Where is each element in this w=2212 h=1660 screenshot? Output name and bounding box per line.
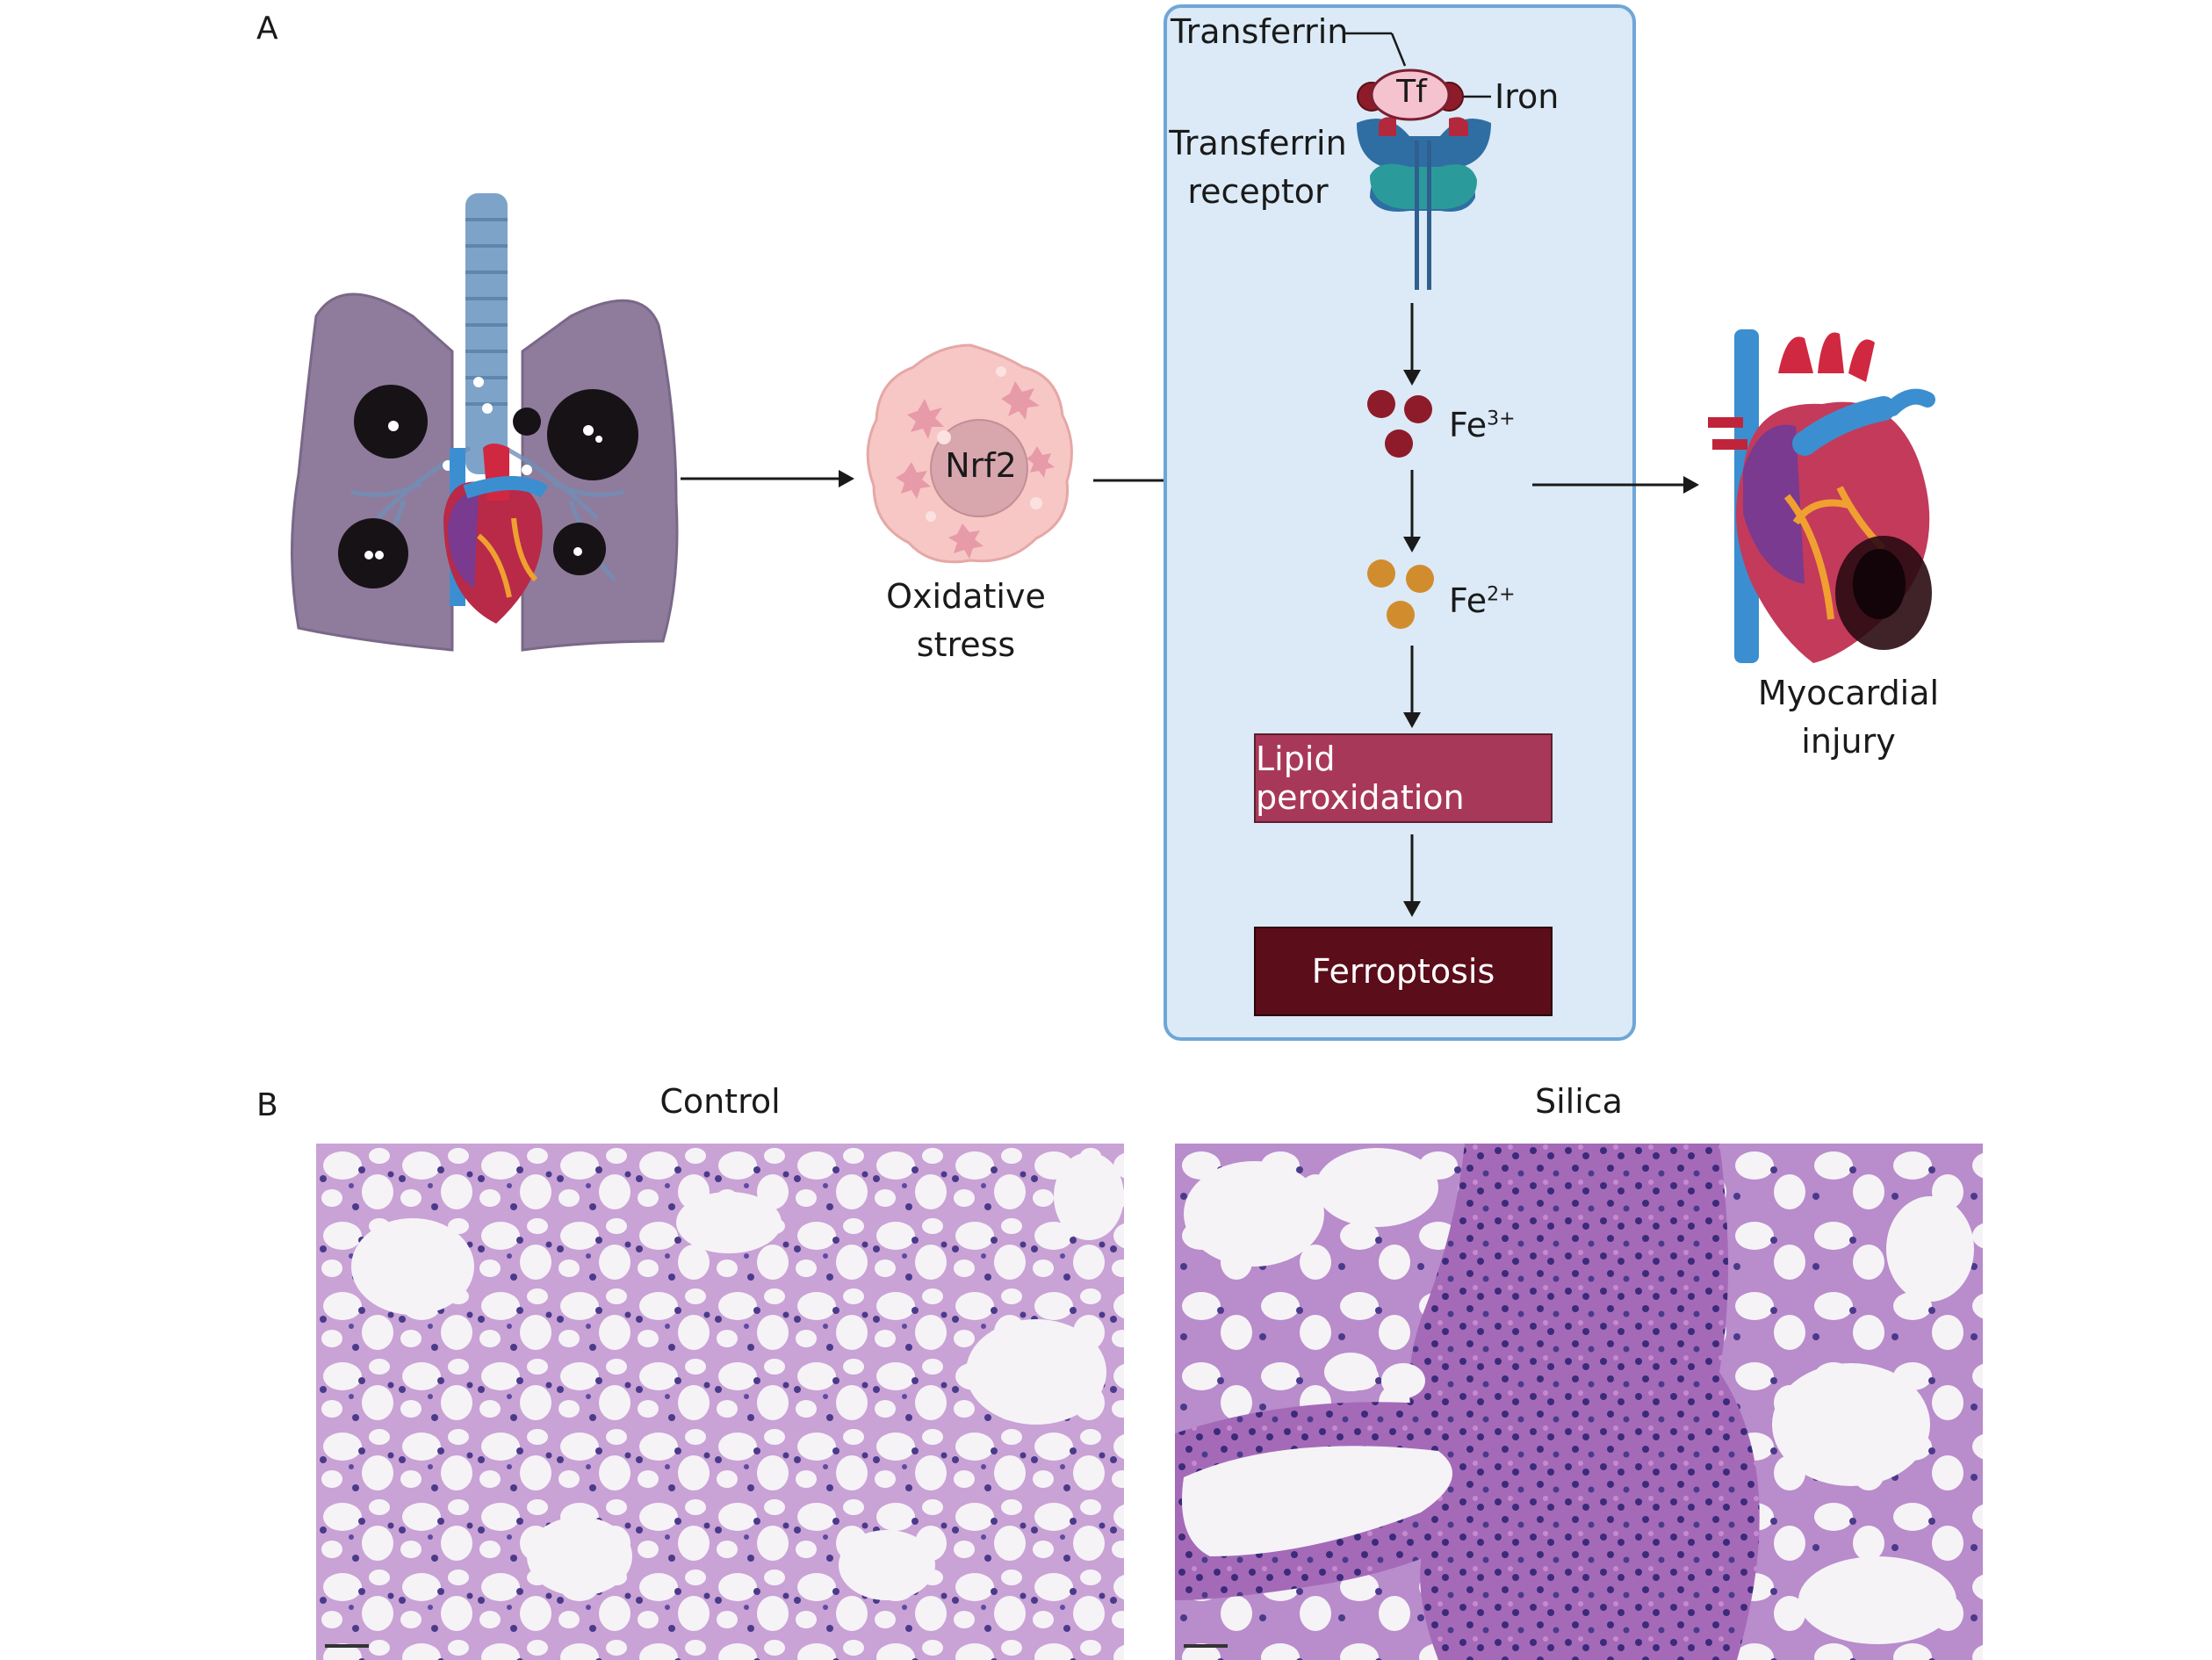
silica-histology-image — [1175, 1144, 1983, 1660]
ferroptosis-pathway-panel — [1164, 4, 1636, 1041]
nrf2-label: Nrf2 — [945, 446, 1017, 485]
ferroptosis-box: Ferroptosis — [1254, 927, 1553, 1016]
fe2-base: Fe — [1449, 581, 1488, 620]
myocardial-caption-line2: injury — [1801, 722, 1896, 761]
fe3-base: Fe — [1449, 406, 1488, 444]
silica-title: Silica — [1535, 1082, 1623, 1121]
tf-label: Tf — [1396, 74, 1427, 110]
transferrin-label: Transferrin — [1171, 12, 1349, 51]
oxidative-stress-caption: Oxidative stress — [856, 573, 1076, 669]
arrow-to-fe3 — [1403, 303, 1421, 386]
iron-label: Iron — [1495, 77, 1560, 116]
oxidative-caption-line2: stress — [916, 625, 1016, 665]
receptor-label-line1: Transferrin — [1169, 124, 1347, 162]
fe3-charge: 3+ — [1487, 408, 1516, 430]
fe2-charge: 2+ — [1487, 583, 1516, 606]
arrow-to-fe2 — [1403, 470, 1421, 552]
fe3-ions — [1367, 390, 1432, 458]
control-title: Control — [659, 1082, 781, 1121]
control-histology-image — [316, 1144, 1124, 1660]
fe3-label: Fe3+ — [1449, 406, 1516, 444]
oxidative-caption-line1: Oxidative — [886, 577, 1046, 616]
myocardial-injury-caption: Myocardial injury — [1734, 669, 1963, 766]
oxidative-stress-cell — [866, 343, 1073, 564]
fe2-label: Fe2+ — [1449, 581, 1516, 620]
arrow-to-lipid — [1403, 646, 1421, 728]
receptor-label-line2: receptor — [1187, 172, 1329, 212]
panel-label-b: B — [256, 1087, 278, 1123]
panel-label-a: A — [256, 11, 278, 47]
injured-heart-illustration — [1708, 329, 1935, 663]
transferrin-receptor-label: Transferrin receptor — [1159, 119, 1357, 216]
arrow-to-ferroptosis — [1403, 834, 1421, 917]
transferrin-receptor-illustration — [1344, 32, 1491, 290]
lungs-heart-illustration — [291, 193, 679, 652]
lipid-peroxidation-box: Lipid peroxidation — [1254, 733, 1553, 823]
arrow-to-oxidative — [681, 470, 854, 487]
fe2-ions — [1367, 559, 1434, 629]
myocardial-caption-line1: Myocardial — [1757, 674, 1940, 712]
arrow-to-heart — [1532, 476, 1699, 494]
